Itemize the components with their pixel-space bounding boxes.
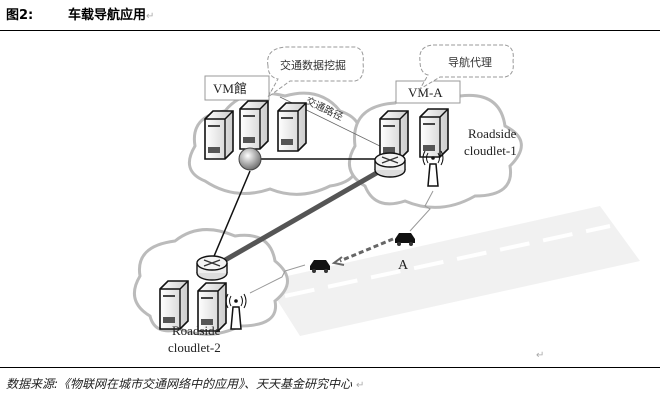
vm-label-left-box: [204, 75, 270, 101]
speech-bubble-right: [418, 44, 514, 91]
server-icon: [159, 280, 189, 330]
vm-label-right: VM-A: [408, 85, 443, 100]
figure-caption: 车载导航应用: [68, 8, 147, 23]
server-icon: [239, 100, 269, 150]
return-mark: ↵: [356, 380, 365, 391]
return-mark: ↵: [146, 11, 155, 22]
cloudlet-2-line2: cloudlet-2: [168, 340, 221, 355]
top-rule: [0, 30, 660, 31]
cloudlet-1-line2: cloudlet-1: [464, 143, 517, 158]
router-icon: [196, 255, 228, 281]
source-text: 数据来源:《物联网在城市交通网络中的应用》、天天基金研究中心: [6, 377, 353, 391]
vm-label-left: VM館: [213, 81, 247, 96]
cloudlet-2-line1: Roadside: [172, 323, 221, 338]
figure-title: 图2: 车载导航应用↵: [6, 4, 154, 23]
cloudlet-1-line1: Roadside: [468, 126, 517, 141]
server-icon: [379, 110, 409, 160]
return-mark: ↵: [536, 350, 545, 361]
server-icon: [204, 110, 234, 160]
bubble-left-text: 交通数据挖掘: [280, 58, 346, 72]
router-icon: [374, 152, 406, 178]
road-surface: [265, 206, 640, 336]
car-icon: [395, 233, 415, 246]
server-icon: [419, 108, 449, 158]
source-note: 数据来源:《物联网在城市交通网络中的应用》、天天基金研究中心↵: [6, 375, 364, 392]
bottom-rule: [0, 367, 660, 368]
vehicle-label: A: [398, 258, 409, 273]
figure-number: 图2:: [6, 8, 34, 23]
network-diagram: 交通路径 VM館 交通数据挖掘 VM-A 导航代理 Roadside cloud…: [132, 44, 640, 355]
bubble-right-text: 导航代理: [448, 55, 492, 69]
speech-bubble-left: [267, 46, 364, 98]
server-icon: [277, 102, 307, 152]
globe-icon: [238, 147, 262, 171]
